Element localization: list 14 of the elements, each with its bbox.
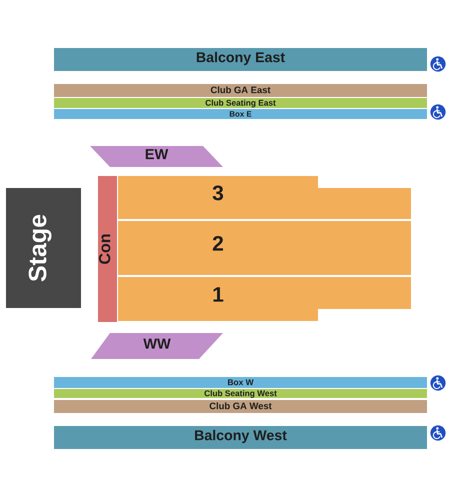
seating-section: WW xyxy=(91,333,223,359)
seating-section: Balcony East xyxy=(54,48,427,71)
seating-section: 1 xyxy=(118,277,411,321)
seating-section: EW xyxy=(90,146,223,167)
seating-section: Club Seating East xyxy=(54,98,427,108)
seating-section: Club Seating West xyxy=(54,389,427,398)
seating-section: Box W xyxy=(54,377,427,388)
seating-section: Club GA East xyxy=(54,84,427,97)
seating-section: Balcony West xyxy=(54,426,427,449)
seating-section: 2 xyxy=(118,221,411,275)
stage: Stage xyxy=(6,188,81,308)
seating-section: Con xyxy=(98,176,117,322)
seating-section: Club GA West xyxy=(54,400,427,413)
seating-section: 3 xyxy=(118,176,411,219)
